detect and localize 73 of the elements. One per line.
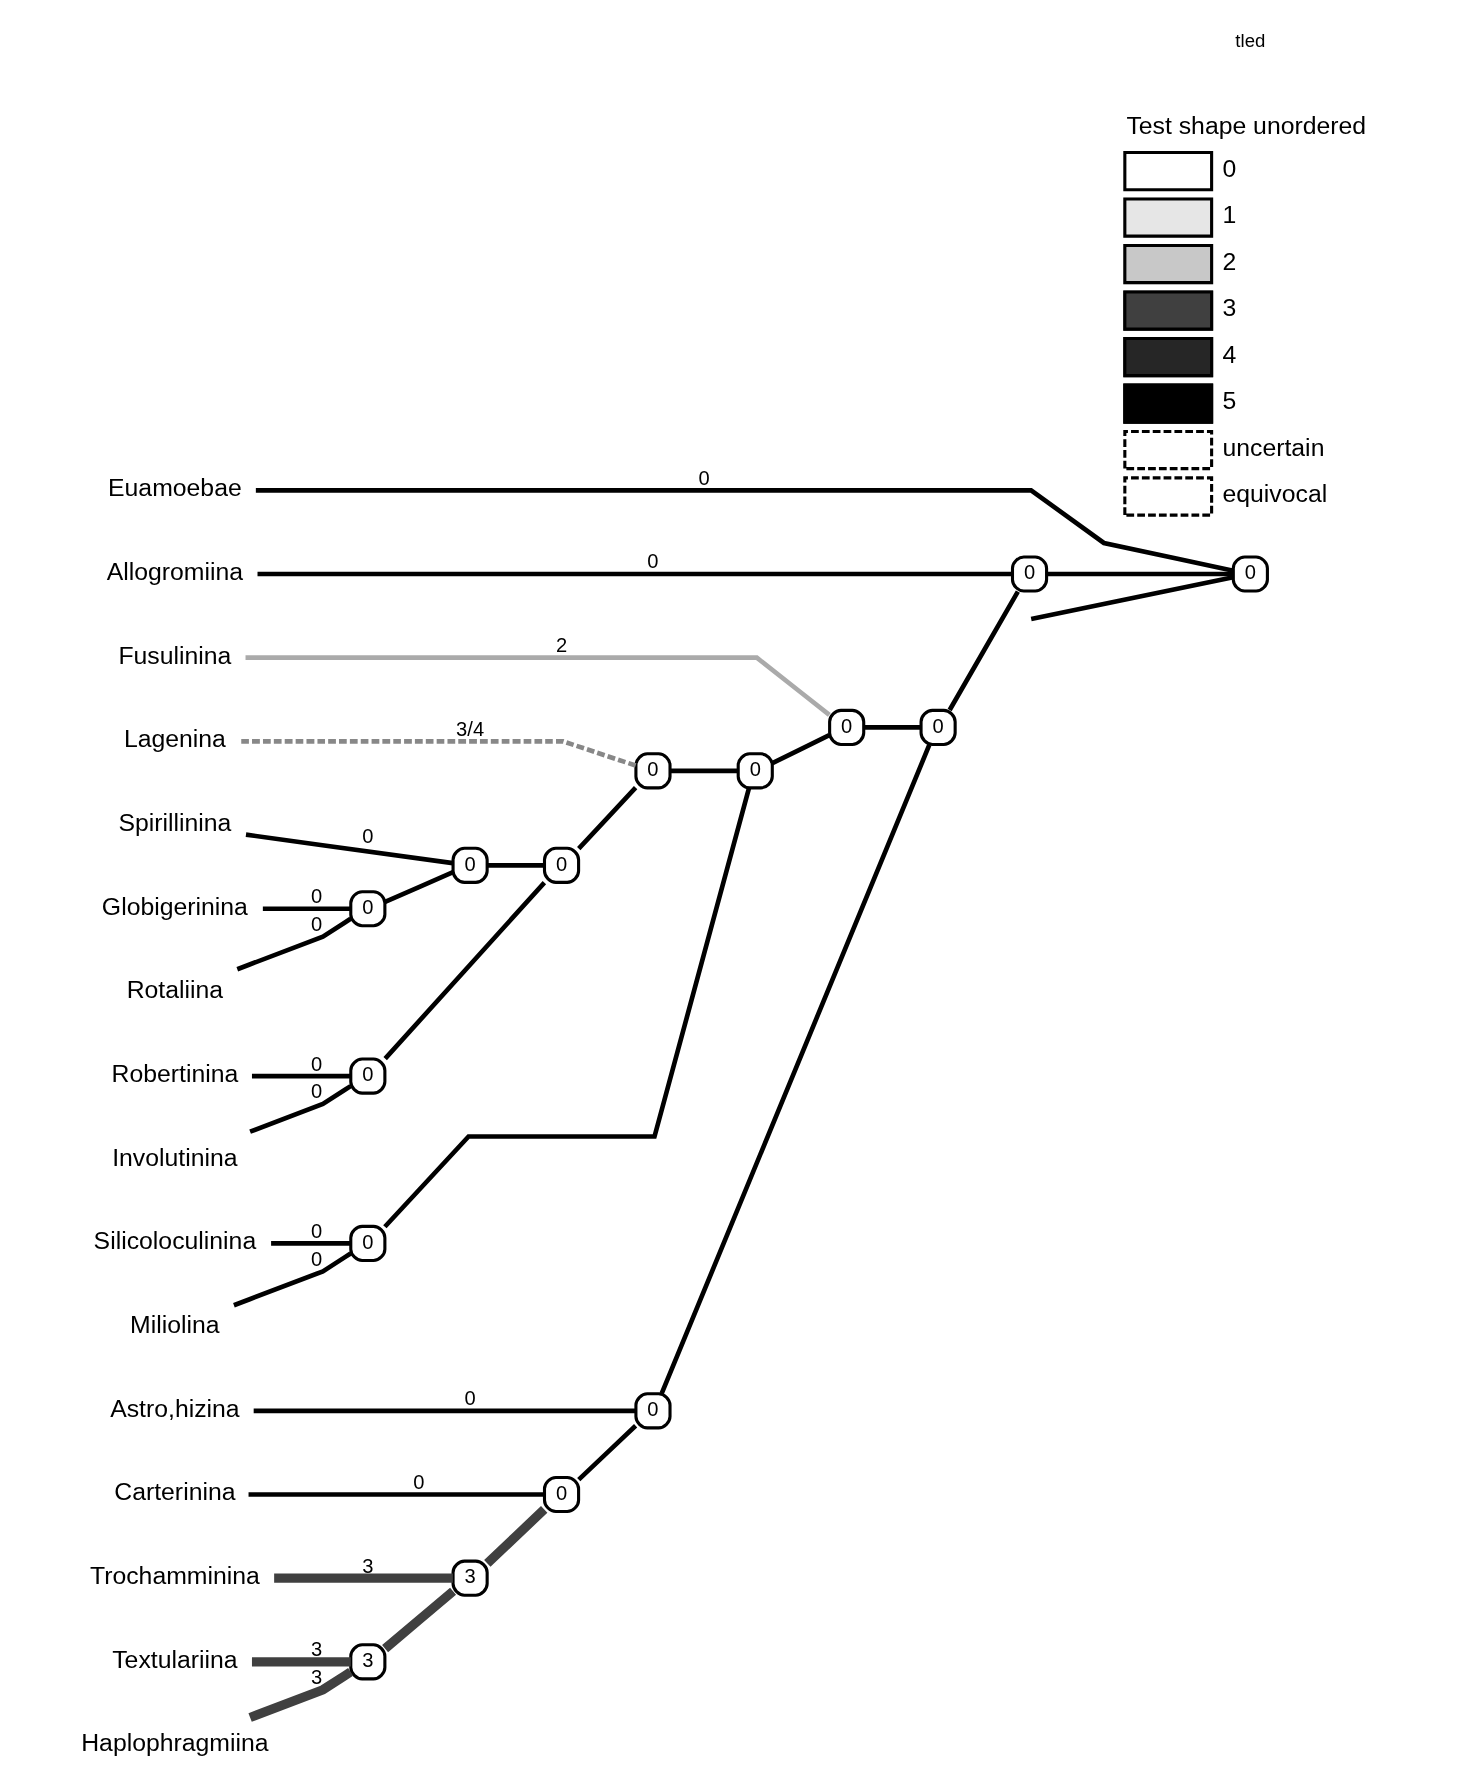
edge-label: 3/4 [456, 717, 485, 740]
connector [236, 916, 352, 972]
connector [274, 1573, 453, 1583]
node-text: Haplophragmiina [81, 1729, 269, 1757]
connector [255, 488, 1234, 573]
connector [484, 1506, 548, 1567]
connector [947, 590, 1020, 712]
connector [1030, 574, 1234, 622]
connector [245, 832, 454, 866]
edge-label: 0 [311, 1247, 323, 1270]
edge-label: 0 [464, 1387, 476, 1410]
connector [659, 744, 932, 1395]
node-text: Involutinina [112, 1143, 238, 1171]
edge-label: 3 [311, 1666, 323, 1689]
edge-label: 0 [362, 824, 374, 847]
legend-label: 4 [1222, 340, 1237, 368]
connector [251, 1657, 351, 1667]
edge-label: 0 [698, 466, 710, 489]
edge-label: 3 [311, 1638, 323, 1661]
connector [577, 1424, 638, 1482]
node-text: Carterinina [114, 1478, 236, 1506]
edge-label: 2 [555, 634, 568, 657]
connector [271, 1241, 351, 1246]
connector [248, 1492, 545, 1497]
connector [384, 870, 454, 904]
node-text: Globigerinina [101, 892, 248, 920]
connector [382, 1587, 457, 1653]
connector [245, 655, 831, 717]
connector [863, 725, 921, 730]
edge-label: 0 [413, 1470, 425, 1493]
connector [487, 863, 545, 868]
connector [251, 1073, 351, 1079]
node-text: Trochamminina [89, 1562, 260, 1590]
node-text: Euamoebae [108, 474, 242, 502]
connector [253, 1408, 636, 1414]
node-text: Astro,hizina [110, 1394, 240, 1422]
edge-label: 3 [362, 1554, 374, 1577]
legend-label: uncertain [1222, 433, 1325, 461]
connector [248, 1668, 354, 1722]
label: tled [1235, 30, 1266, 52]
node-text: Textulariina [112, 1645, 238, 1673]
connector [249, 1084, 352, 1134]
connector [771, 733, 831, 766]
edge-label: 0 [311, 913, 323, 936]
connector [262, 906, 351, 912]
legend-label: 3 [1222, 294, 1237, 322]
connector [239, 739, 637, 768]
connector [1046, 571, 1234, 577]
connector [383, 787, 752, 1229]
edge-label: 0 [311, 1080, 323, 1103]
legend-label: 2 [1222, 247, 1237, 275]
legend-label: 0 [1222, 154, 1237, 182]
node-text: Allogromiina [106, 557, 244, 585]
label: Test shape unordered [1126, 111, 1367, 139]
connector [233, 1251, 352, 1308]
connector [257, 571, 1013, 577]
node-text: Miliolina [130, 1311, 220, 1339]
connector [577, 786, 638, 851]
connector [383, 881, 547, 1061]
legend-label: 1 [1222, 201, 1237, 229]
connector [670, 768, 739, 774]
node-text: Lagenina [123, 725, 226, 753]
legend-label: equivocal [1222, 480, 1328, 508]
node-text: Robertinina [111, 1059, 239, 1087]
edge-label: 0 [311, 885, 323, 908]
node-text: Silicoloculinina [93, 1227, 257, 1255]
edge-label: 0 [311, 1052, 323, 1075]
legend-label: 5 [1222, 387, 1237, 415]
node-text: Fusulinina [118, 641, 232, 669]
edge-label: 0 [311, 1219, 323, 1242]
edge-label: 0 [647, 550, 659, 573]
node-text: Rotaliina [126, 976, 224, 1004]
node-text: Spirillinina [118, 808, 232, 836]
